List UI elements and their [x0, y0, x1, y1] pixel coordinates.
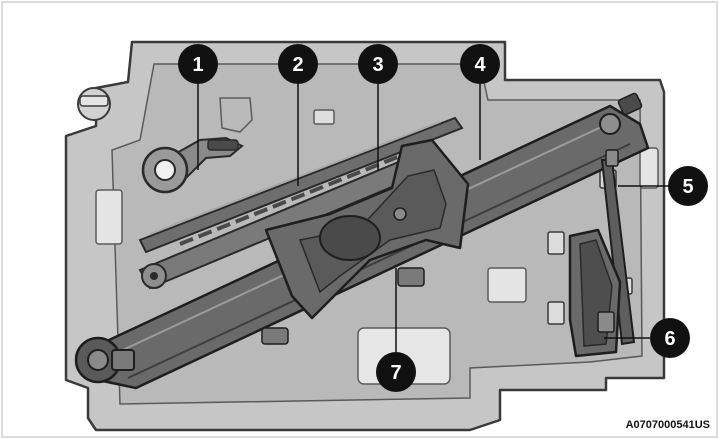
extension-rod [138, 116, 464, 254]
callout-3-label: 3 [372, 54, 383, 76]
callout-3: 3 [358, 44, 398, 84]
callout-5: 5 [668, 166, 708, 206]
callout-5-label: 5 [682, 176, 693, 198]
tow-eye-tool [141, 136, 244, 194]
callout-6-label: 6 [664, 328, 675, 350]
callout-6: 6 [650, 318, 690, 358]
callout-1-label: 1 [192, 54, 203, 76]
callout-7-label: 7 [390, 362, 401, 384]
callout-4: 4 [460, 44, 500, 84]
leader-lines [197, 84, 670, 352]
callout-2: 2 [278, 44, 318, 84]
callout-2-label: 2 [292, 54, 303, 76]
callout-7: 7 [376, 352, 416, 392]
jack-saddle [261, 138, 470, 345]
callout-4-label: 4 [474, 54, 486, 76]
callout-1: 1 [178, 44, 218, 84]
figure-code: A0707000541US [626, 419, 710, 431]
wheel-chock [568, 228, 622, 358]
